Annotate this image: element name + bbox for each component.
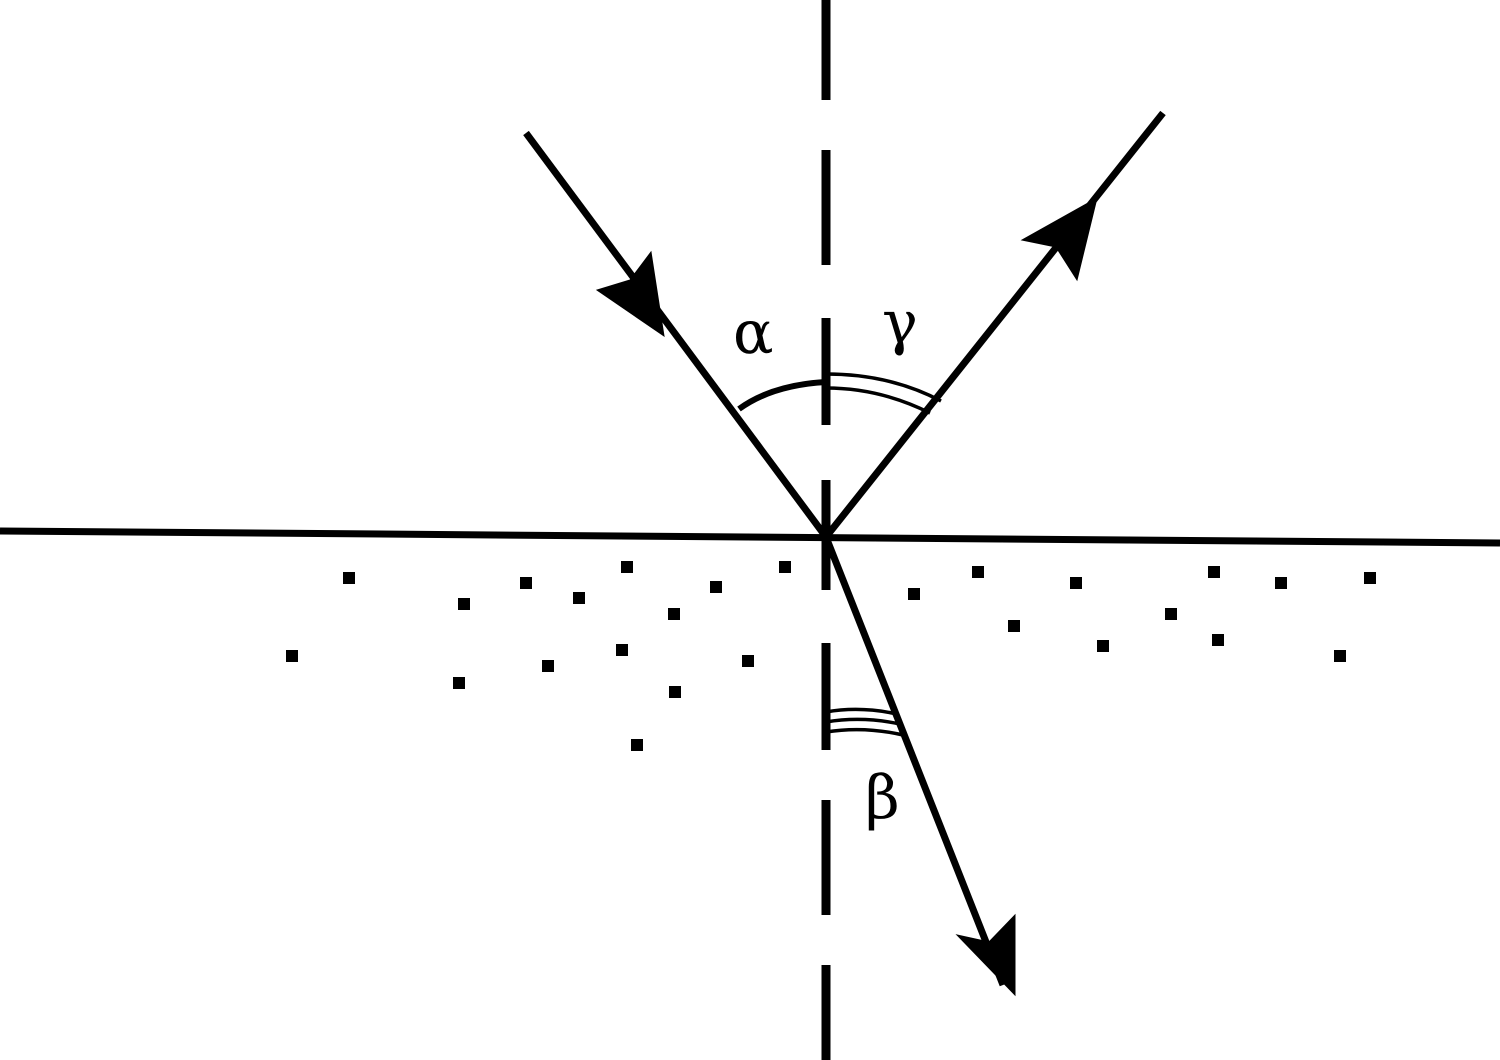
medium-dot bbox=[669, 686, 681, 698]
medium-dot bbox=[621, 561, 633, 573]
medium-dot bbox=[710, 581, 722, 593]
medium-dot bbox=[573, 592, 585, 604]
reflected-arrowhead bbox=[1020, 197, 1098, 282]
medium-dot bbox=[1097, 640, 1109, 652]
medium-dot bbox=[1008, 620, 1020, 632]
angle-gamma-arc-inner bbox=[825, 386, 931, 415]
angle-gamma-label: γ bbox=[882, 288, 918, 358]
medium-dot bbox=[343, 572, 355, 584]
medium-dot bbox=[542, 660, 554, 672]
medium-dot bbox=[631, 739, 643, 751]
refracted-arrowhead bbox=[955, 913, 1016, 997]
interface-line bbox=[0, 527, 1500, 547]
medium-dot bbox=[1165, 608, 1177, 620]
medium-dot bbox=[668, 608, 680, 620]
medium-dot bbox=[742, 655, 754, 667]
medium-dot bbox=[520, 577, 532, 589]
medium-dot bbox=[1275, 577, 1287, 589]
angle-beta-arc-2 bbox=[825, 717, 901, 726]
angle-alpha-arc bbox=[737, 379, 827, 412]
reflected-ray bbox=[823, 110, 1166, 540]
angle-beta-arc-3 bbox=[825, 727, 904, 737]
medium-dot bbox=[453, 677, 465, 689]
medium-dots bbox=[286, 561, 1376, 751]
incident-ray bbox=[523, 130, 829, 540]
medium-dot bbox=[286, 650, 298, 662]
medium-dot bbox=[779, 561, 791, 573]
medium-dot bbox=[1364, 572, 1376, 584]
medium-dot bbox=[1070, 577, 1082, 589]
medium-dot bbox=[1334, 650, 1346, 662]
angle-beta-arc-1 bbox=[825, 707, 898, 716]
medium-dot bbox=[1212, 634, 1224, 646]
medium-dot bbox=[1208, 566, 1220, 578]
medium-dot bbox=[972, 566, 984, 578]
incident-arrowhead bbox=[595, 250, 665, 338]
medium-dot bbox=[908, 588, 920, 600]
refracted-ray bbox=[822, 535, 1007, 987]
angle-gamma-arc-outer bbox=[825, 372, 942, 403]
medium-dot bbox=[458, 598, 470, 610]
medium-dot bbox=[616, 644, 628, 656]
angle-beta-label: β bbox=[865, 763, 900, 833]
angle-alpha-label: α bbox=[733, 298, 774, 368]
